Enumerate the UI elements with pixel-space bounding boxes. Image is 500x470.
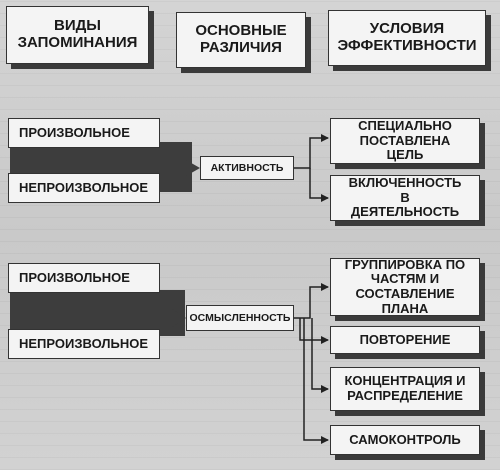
group1-voluntary-box: ПРОИЗВОЛЬНОЕ bbox=[8, 118, 160, 148]
group2-connector-repetition bbox=[299, 318, 329, 344]
condition-repetition: ПОВТОРЕНИЕ bbox=[330, 326, 480, 354]
group1-involuntary-box: НЕПРОИЗВОЛЬНОЕ bbox=[8, 173, 160, 203]
header-types-of-memorization: ВИДЫ ЗАПОМИНАНИЯ bbox=[6, 6, 149, 64]
group1-connector-involvement bbox=[309, 168, 329, 202]
group2-involuntary-box: НЕПРОИЗВОЛЬНОЕ bbox=[8, 329, 160, 359]
condition-special-goal: СПЕЦИАЛЬНО ПОСТАВЛЕНА ЦЕЛЬ bbox=[330, 118, 480, 164]
group2-pointer-arrow bbox=[172, 309, 186, 327]
header-main-differences: ОСНОВНЫЕ РАЗЛИЧИЯ bbox=[176, 12, 306, 68]
condition-concentration-and-distribution: КОНЦЕНТРАЦИЯ И РАСПРЕДЕЛЕНИЕ bbox=[330, 367, 480, 411]
group2-connector-self-control bbox=[303, 318, 329, 444]
group2-connector-concentration bbox=[311, 318, 329, 393]
group2-connector-grouping bbox=[294, 283, 329, 319]
condition-involvement-in-activity: ВКЛЮЧЕННОСТЬ В ДЕЯТЕЛЬНОСТЬ bbox=[330, 175, 480, 221]
group1-pointer-arrow bbox=[186, 160, 200, 176]
header-efficiency-conditions: УСЛОВИЯ ЭФФЕКТИВНОСТИ bbox=[328, 10, 486, 66]
condition-self-control: САМОКОНТРОЛЬ bbox=[330, 425, 480, 455]
group1-difference-activity: АКТИВНОСТЬ bbox=[200, 156, 294, 180]
group1-connector-goal bbox=[294, 134, 329, 169]
condition-grouping-and-plan: ГРУППИРОВКА ПО ЧАСТЯМ И СОСТАВЛЕНИЕ ПЛАН… bbox=[330, 257, 480, 316]
group2-voluntary-box: ПРОИЗВОЛЬНОЕ bbox=[8, 263, 160, 293]
group2-dark-band bbox=[10, 290, 185, 336]
group2-difference-meaningfulness: ОСМЫСЛЕННОСТЬ bbox=[186, 305, 294, 331]
